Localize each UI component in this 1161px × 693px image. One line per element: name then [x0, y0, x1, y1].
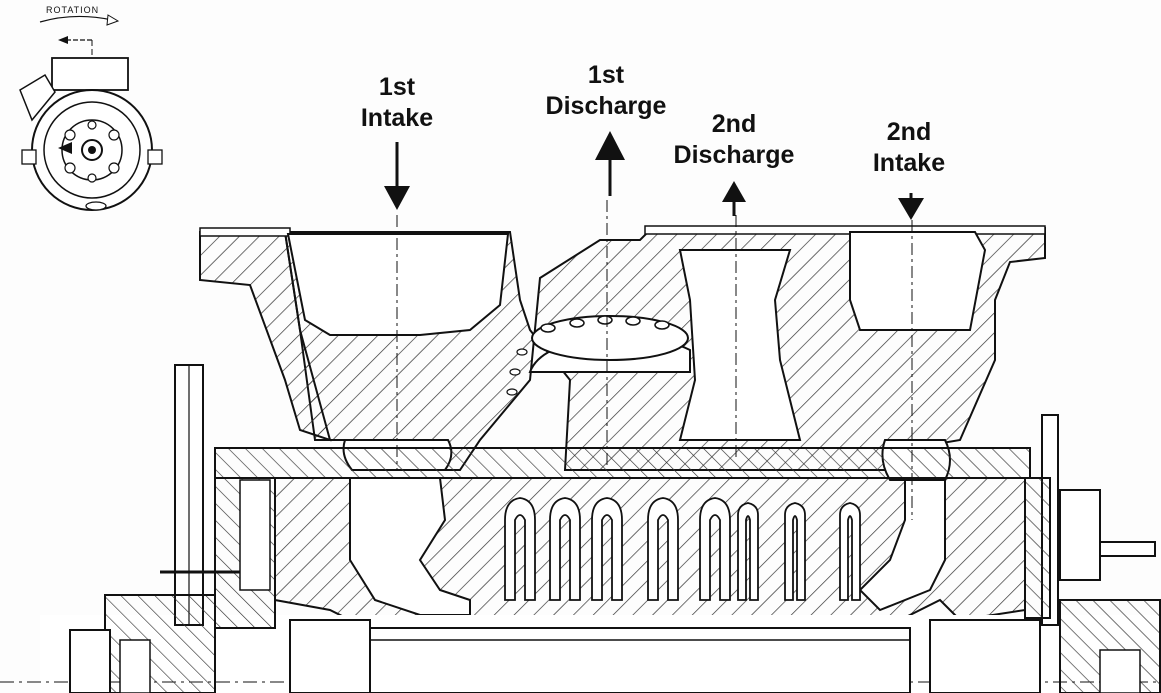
label-first-intake: 1st Intake [360, 73, 434, 132]
port-cavities [286, 231, 987, 441]
port-centerlines [396, 200, 913, 520]
label-second-discharge: 2nd Discharge [673, 110, 795, 169]
left-bearing-housing [69, 364, 371, 693]
flange-bolt-holes [506, 315, 670, 396]
rotation-label: ROTATION [46, 5, 100, 15]
right-bearing-housing [929, 414, 1161, 693]
arrow-second-discharge [722, 181, 746, 216]
split-line-flange [214, 447, 1031, 479]
impeller-stages [504, 497, 861, 601]
arrow-first-intake [384, 142, 410, 210]
arrow-first-discharge [595, 131, 625, 196]
label-first-discharge: 1st Discharge [545, 61, 667, 120]
end-view-inset [19, 14, 163, 211]
label-second-intake: 2nd Intake [872, 118, 946, 177]
arrow-second-intake [898, 193, 924, 220]
